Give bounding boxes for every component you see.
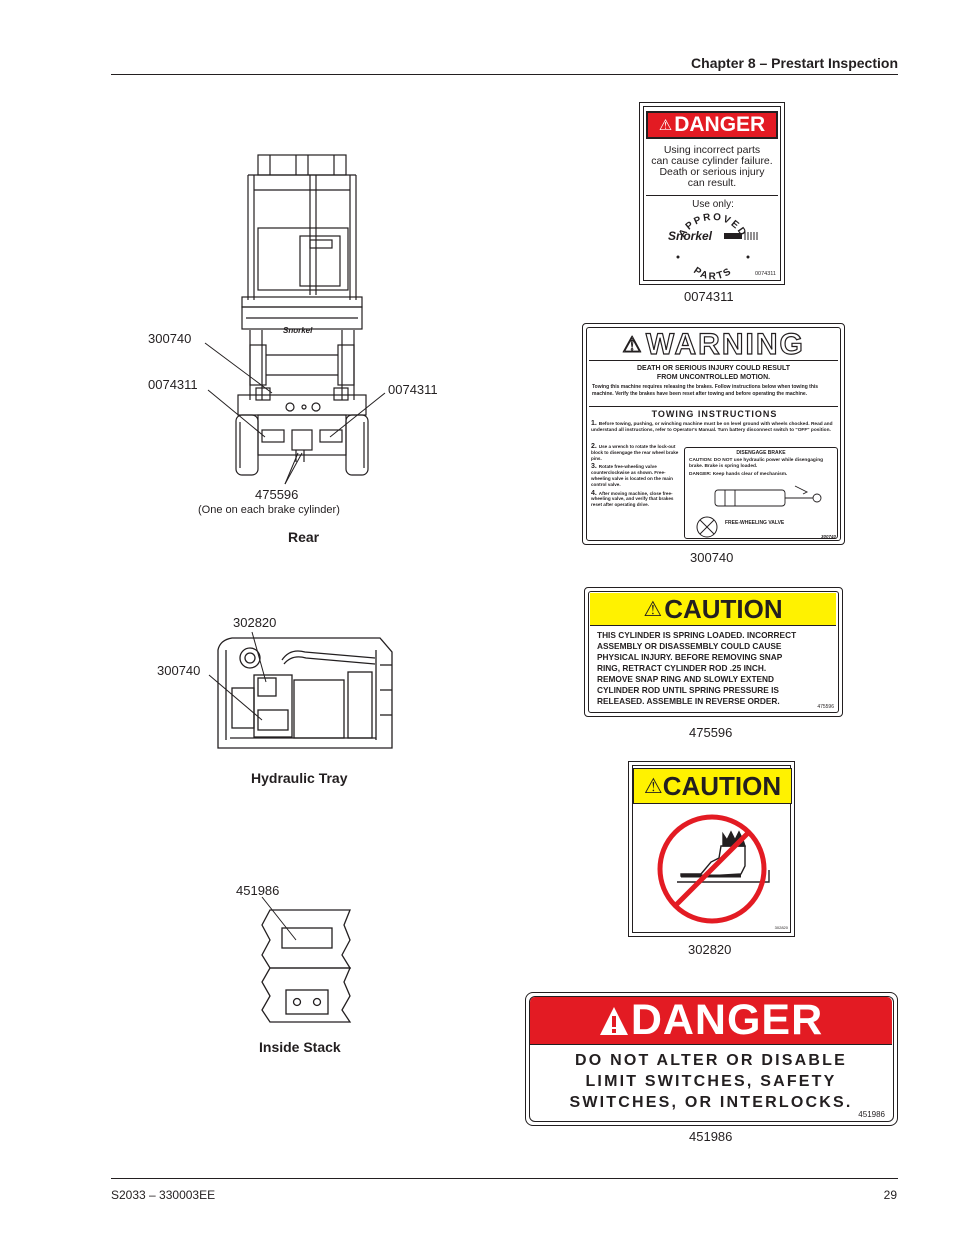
hazard-line: DEATH OR SERIOUS INJURY COULD RESULT [637,365,790,372]
tray-label-302820: 302820 [233,615,277,630]
danger-header: DANGER [530,996,892,1045]
footer-rule [111,1178,898,1179]
decal-475596-inner [588,591,839,713]
decal-451986-inner [529,996,894,1122]
caution-signal-word: CAUTION [662,770,782,801]
tray-caption: Hydraulic Tray [251,770,348,786]
message-line: Death or serious injury [659,166,765,178]
part-number-451986: 451986 [689,1129,733,1144]
brake-caution: CAUTION: DO NOT use hydraulic power whil… [689,458,824,469]
badge-brand-text: Snorkel [668,229,713,243]
decal-302820-inner [632,765,791,933]
danger-header: ⚠ DANGER [646,111,778,139]
step-1: 1. Before towing, pushing, or winching m… [591,420,836,434]
step-text: Use a wrench to rotate the lock-out bloc… [591,444,679,461]
rear-label-0074311-right: 0074311 [388,382,438,397]
rear-label-300740: 300740 [148,331,192,346]
brake-diagram: FREE-WHEELING VALVE [696,485,822,538]
step-number: 1. [591,420,599,427]
rear-label-0074311-left: 0074311 [148,377,198,392]
message-line: can result. [687,177,737,189]
stack-caption: Inside Stack [259,1039,341,1055]
header-rule [111,74,898,75]
danger-message: DO NOT ALTER OR DISABLE LIMIT SWITCHES, … [530,1050,892,1113]
caution-message: THIS CYLINDER IS SPRING LOADED. INCORREC… [597,630,837,707]
message-line: THIS CYLINDER IS SPRING LOADED. INCORREC… [597,630,797,640]
warning-header: ⚠ WARNING [589,327,838,362]
valve-label: FREE-WHEELING VALVE [725,520,785,526]
danger-message: Using incorrect parts can cause cylinder… [646,145,778,189]
badge-bottom-text: PARTS [691,265,732,282]
part-number-300740: 300740 [690,550,734,565]
rear-label-475596: 475596 [255,487,299,502]
divider [589,406,838,407]
warning-hazard: DEATH OR SERIOUS INJURY COULD RESULT FRO… [589,364,838,382]
message-line: DO NOT ALTER OR DISABLE [575,1052,847,1069]
part-number-0074311: 0074311 [684,289,734,304]
caution-signal-word: CAUTION [664,593,783,624]
message-line: SWITCHES, OR INTERLOCKS. [569,1094,853,1111]
decal-302820: ⚠ CAUTION 302820 [628,761,795,937]
decal-small-code: 0074311 [754,271,776,277]
message-line: can cause cylinder failure. [651,155,773,167]
decal-475596: ⚠ CAUTION THIS CYLINDER IS SPRING LOADED… [584,587,843,717]
chapter-title: Chapter 8 – Prestart Inspection [691,55,898,71]
decal-300740: ⚠ WARNING DEATH OR SERIOUS INJURY COULD … [582,323,845,545]
decal-small-code: 300740 [820,534,836,539]
warning-intro: Towing this machine requires releasing t… [592,384,819,397]
decal-0074311-inner [643,106,781,281]
brake-box: DISENGAGE BRAKE CAUTION: DO NOT use hydr… [684,447,838,539]
part-number-475596: 475596 [689,725,733,740]
warning-signal-word: WARNING [645,327,805,361]
caution-header: ⚠ CAUTION [590,593,836,626]
decal-small-code: 451986 [858,1110,885,1119]
brake-title: DISENGAGE BRAKE [736,450,786,456]
step-text: After moving machine, close free-wheelin… [591,490,674,508]
decal-451986: DANGER DO NOT ALTER OR DISABLE LIMIT SWI… [525,992,898,1126]
message-line: Using incorrect parts [663,144,761,156]
warning-triangle-icon: ⚠ [622,332,643,358]
footer-page-number: 29 [883,1188,897,1202]
danger-signal-word: DANGER [630,996,824,1044]
divider [646,195,778,196]
rear-brand-mark: Snorkel [283,326,313,335]
message-line: CYLINDER ROD UNTIL SPRING PRESSURE IS [597,685,779,695]
brake-warning: DANGER: Keep hands clear of mechanism. [689,472,788,477]
part-number-302820: 302820 [688,942,732,957]
message-line: RELEASED. ASSEMBLE IN REVERSE ORDER. [597,696,780,706]
rear-caption: Rear [288,529,320,545]
warning-triangle-icon: ⚠ [643,597,663,621]
warning-triangle-icon [599,1006,628,1035]
decal-0074311: ⚠ DANGER Using incorrect parts can cause… [639,102,785,285]
step-text: Before towing, pushing, or winching mach… [591,422,833,433]
rear-note: (One on each brake cylinder) [198,504,340,516]
steps-left: 2. Use a wrench to rotate the lock-out b… [591,443,679,508]
message-line: LIMIT SWITCHES, SAFETY [585,1073,837,1090]
svg-text:PARTS: PARTS [691,265,734,282]
message-line: PHYSICAL INJURY. BEFORE REMOVING SNAP [597,652,783,662]
towing-title: TOWING INSTRUCTIONS [651,409,778,419]
message-line: REMOVE SNAP RING AND SLOWLY EXTEND [597,674,775,684]
hazard-line: FROM UNCONTROLLED MOTION. [656,374,771,381]
warning-triangle-icon: ⚠ [643,774,663,798]
no-foot-prohibition-icon [657,814,770,924]
step-text: Rotate free-wheeling valve counterclockw… [591,464,673,487]
footer-doc-id: S2033 – 330003EE [111,1188,216,1202]
decal-small-code: 302820 [774,925,788,930]
stack-label-451986: 451986 [236,883,280,898]
use-only-text: Use only: [692,199,734,210]
approved-parts-badge: APPROVED PARTS Snorkel [668,212,758,282]
tray-label-300740: 300740 [157,663,201,678]
message-line: RING, RETRACT CYLINDER ROD .25 INCH. [597,663,767,673]
decal-300740-inner [586,327,841,541]
message-line: ASSEMBLY OR DISASSEMBLY COULD CAUSE [597,641,782,651]
warning-triangle-icon: ⚠ [658,117,673,134]
danger-signal-word: DANGER [674,113,766,136]
decal-small-code: 475596 [817,704,834,710]
caution-header: ⚠ CAUTION [633,768,792,804]
